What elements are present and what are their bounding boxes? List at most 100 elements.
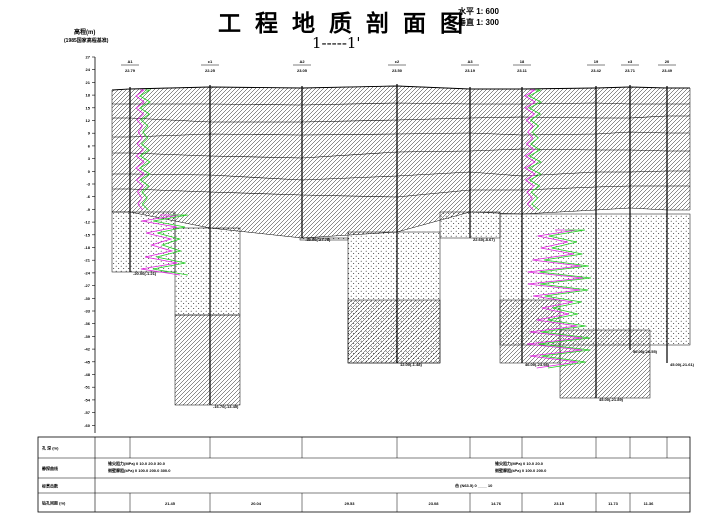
table-row-label: 钻孔间距 (m) bbox=[42, 500, 66, 506]
elevation-tick-label: -6 bbox=[86, 194, 90, 199]
borehole-bottom-label: 50.00(-26.55) bbox=[633, 349, 658, 354]
elevation-tick-label: 12 bbox=[86, 118, 91, 123]
sand-layer bbox=[174, 227, 241, 316]
borehole-bottom-label: 12.00(-1.48) bbox=[400, 362, 422, 367]
elevation-tick-label: 9 bbox=[88, 131, 91, 136]
borehole-id: A1 bbox=[127, 59, 133, 64]
elevation-tick-label: 27 bbox=[86, 55, 91, 60]
borehole-spacing: 23.08 bbox=[428, 501, 439, 506]
elevation-axis: 2724211815129630-3-6-9-12-15-18-21-24-27… bbox=[84, 55, 96, 433]
deep-clay-layer bbox=[347, 299, 441, 364]
borehole-bottom-label: 45.00(-21.61) bbox=[670, 362, 695, 367]
geology-layers bbox=[111, 85, 691, 406]
borehole-bottom-label: 46.00(-23.98) bbox=[525, 362, 550, 367]
elevation-tick-label: -60 bbox=[84, 423, 91, 428]
cpt-sleeve-friction-curve bbox=[139, 89, 152, 211]
elevation-tick-label: -27 bbox=[84, 283, 91, 288]
cpt-tip-resistance-curve bbox=[526, 229, 584, 369]
elevation-tick-label: -51 bbox=[84, 385, 91, 390]
borehole-id: c1 bbox=[208, 59, 213, 64]
borehole-id: 18 bbox=[520, 59, 525, 64]
elevation-tick-label: -33 bbox=[84, 309, 91, 314]
elevation-tick-label: -24 bbox=[84, 270, 91, 275]
borehole-spacing: 23.15 bbox=[554, 501, 565, 506]
borehole-c1: c1 22.25 -16.70(-13.45) bbox=[201, 59, 239, 409]
borehole-bottom-label: -16.70(-13.45) bbox=[213, 404, 239, 409]
borehole-elevation: 23.49 bbox=[662, 68, 673, 73]
elevation-tick-label: -39 bbox=[84, 334, 91, 339]
spt-legend: 击 (N63.5) 0 ____ 10 bbox=[455, 482, 493, 488]
cpt-sleeve-friction-curve bbox=[528, 89, 542, 211]
cpt-tip-resistance-curve bbox=[140, 214, 180, 276]
elevation-tick-label: -57 bbox=[84, 410, 91, 415]
borehole-spacing: 21.45 bbox=[165, 501, 176, 506]
cpt-legend-right: 锥尖阻力(MPa) 0 10.0 20.0 bbox=[495, 460, 544, 466]
borehole-elevation: 23.05 bbox=[297, 68, 308, 73]
borehole-A3: A3 23.19 22.60(-8.67) bbox=[461, 59, 495, 242]
borehole-id: A2 bbox=[299, 59, 305, 64]
drawing-title: 工程地质剖面图 bbox=[218, 10, 477, 37]
borehole-bottom-label: 22.60(-8.67) bbox=[473, 237, 495, 242]
elevation-tick-label: 24 bbox=[86, 67, 91, 72]
cpt-tip-resistance-curve bbox=[524, 89, 537, 211]
elevation-tick-label: -15 bbox=[84, 232, 91, 237]
elevation-axis-label: 高程(m) bbox=[74, 30, 96, 36]
cpt-legend-left: 侧壁摩阻(kPa) 0 100.0 200.0 300.0 bbox=[107, 467, 171, 473]
elevation-tick-label: -18 bbox=[84, 245, 91, 250]
borehole-spacing: 14.76 bbox=[491, 501, 502, 506]
borehole-id: c3 bbox=[628, 59, 633, 64]
elevation-tick-label: 3 bbox=[88, 156, 91, 161]
scale-info: 水平 1: 600 垂直 1: 300 bbox=[458, 6, 499, 28]
scale-horizontal: 水平 1: 600 bbox=[458, 7, 499, 16]
boreholes: A1 22.79 -20.00(-1.21) c1 22.25 -16.70(-13.45… bbox=[121, 59, 695, 409]
elevation-tick-label: -9 bbox=[86, 207, 90, 212]
elevation-tick-label: -48 bbox=[84, 372, 91, 377]
elevation-tick-label: 21 bbox=[86, 80, 91, 85]
cpt-legend-left: 锥尖阻力(MPa) 0 10.0 20.0 30.0 bbox=[108, 460, 166, 466]
deep-clay-layer bbox=[499, 299, 561, 364]
elevation-tick-label: -45 bbox=[84, 359, 91, 364]
borehole-elevation: 23.50 bbox=[392, 68, 403, 73]
borehole-bottom-label: 45.00(-21.89) bbox=[599, 397, 624, 402]
deep-clay-layer bbox=[174, 314, 241, 406]
elevation-tick-label: -54 bbox=[84, 397, 91, 402]
borehole-elevation: 22.79 bbox=[125, 68, 136, 73]
cpt-legend-right: 侧壁摩阻(kPa) 0 100.0 200.0 bbox=[494, 467, 547, 473]
elevation-tick-label: -3 bbox=[86, 182, 90, 187]
borehole-id: A3 bbox=[467, 59, 473, 64]
borehole-elevation: 23.11 bbox=[517, 68, 528, 73]
elevation-tick-label: -12 bbox=[84, 220, 91, 225]
borehole-c3: c3 23.71 50.00(-26.55) bbox=[621, 59, 658, 354]
borehole-A1: A1 22.79 -20.00(-1.21) bbox=[121, 59, 157, 276]
elevation-tick-label: 6 bbox=[88, 143, 91, 148]
table-row-label: 静探曲线 bbox=[42, 465, 58, 471]
elevation-tick-label: 15 bbox=[86, 105, 91, 110]
upper-clay-layer bbox=[111, 85, 691, 239]
table-frame bbox=[37, 436, 691, 513]
table-row-label: 孔 深 (m) bbox=[42, 445, 59, 451]
scale-vertical: 垂直 1: 300 bbox=[458, 18, 499, 27]
borehole-spacing: 20.04 bbox=[251, 501, 262, 506]
elevation-tick-label: 18 bbox=[86, 93, 91, 98]
borehole-18: 18 23.11 46.00(-23.98) bbox=[513, 59, 550, 367]
borehole-elevation: 22.25 bbox=[205, 68, 216, 73]
cpt-tip-resistance-curve bbox=[135, 89, 145, 211]
borehole-bottom-label: -20.00(-1.21) bbox=[133, 271, 157, 276]
elevation-tick-label: -21 bbox=[84, 258, 91, 263]
borehole-elevation: 23.71 bbox=[625, 68, 636, 73]
borehole-20: 20 23.49 45.00(-21.61) bbox=[658, 59, 695, 367]
borehole-elevation: 23.19 bbox=[465, 68, 476, 73]
borehole-spacing: 11.36 bbox=[644, 501, 655, 506]
elevation-tick-label: -30 bbox=[84, 296, 91, 301]
borehole-spacing: 29.53 bbox=[344, 501, 355, 506]
borehole-id: 20 bbox=[665, 59, 670, 64]
section-name: 1-----1' bbox=[312, 34, 361, 52]
sand-layer bbox=[111, 211, 176, 273]
borehole-spacing: 11.73 bbox=[608, 501, 619, 506]
elevation-tick-label: -36 bbox=[84, 321, 91, 326]
elevation-tick-label: -42 bbox=[84, 347, 91, 352]
